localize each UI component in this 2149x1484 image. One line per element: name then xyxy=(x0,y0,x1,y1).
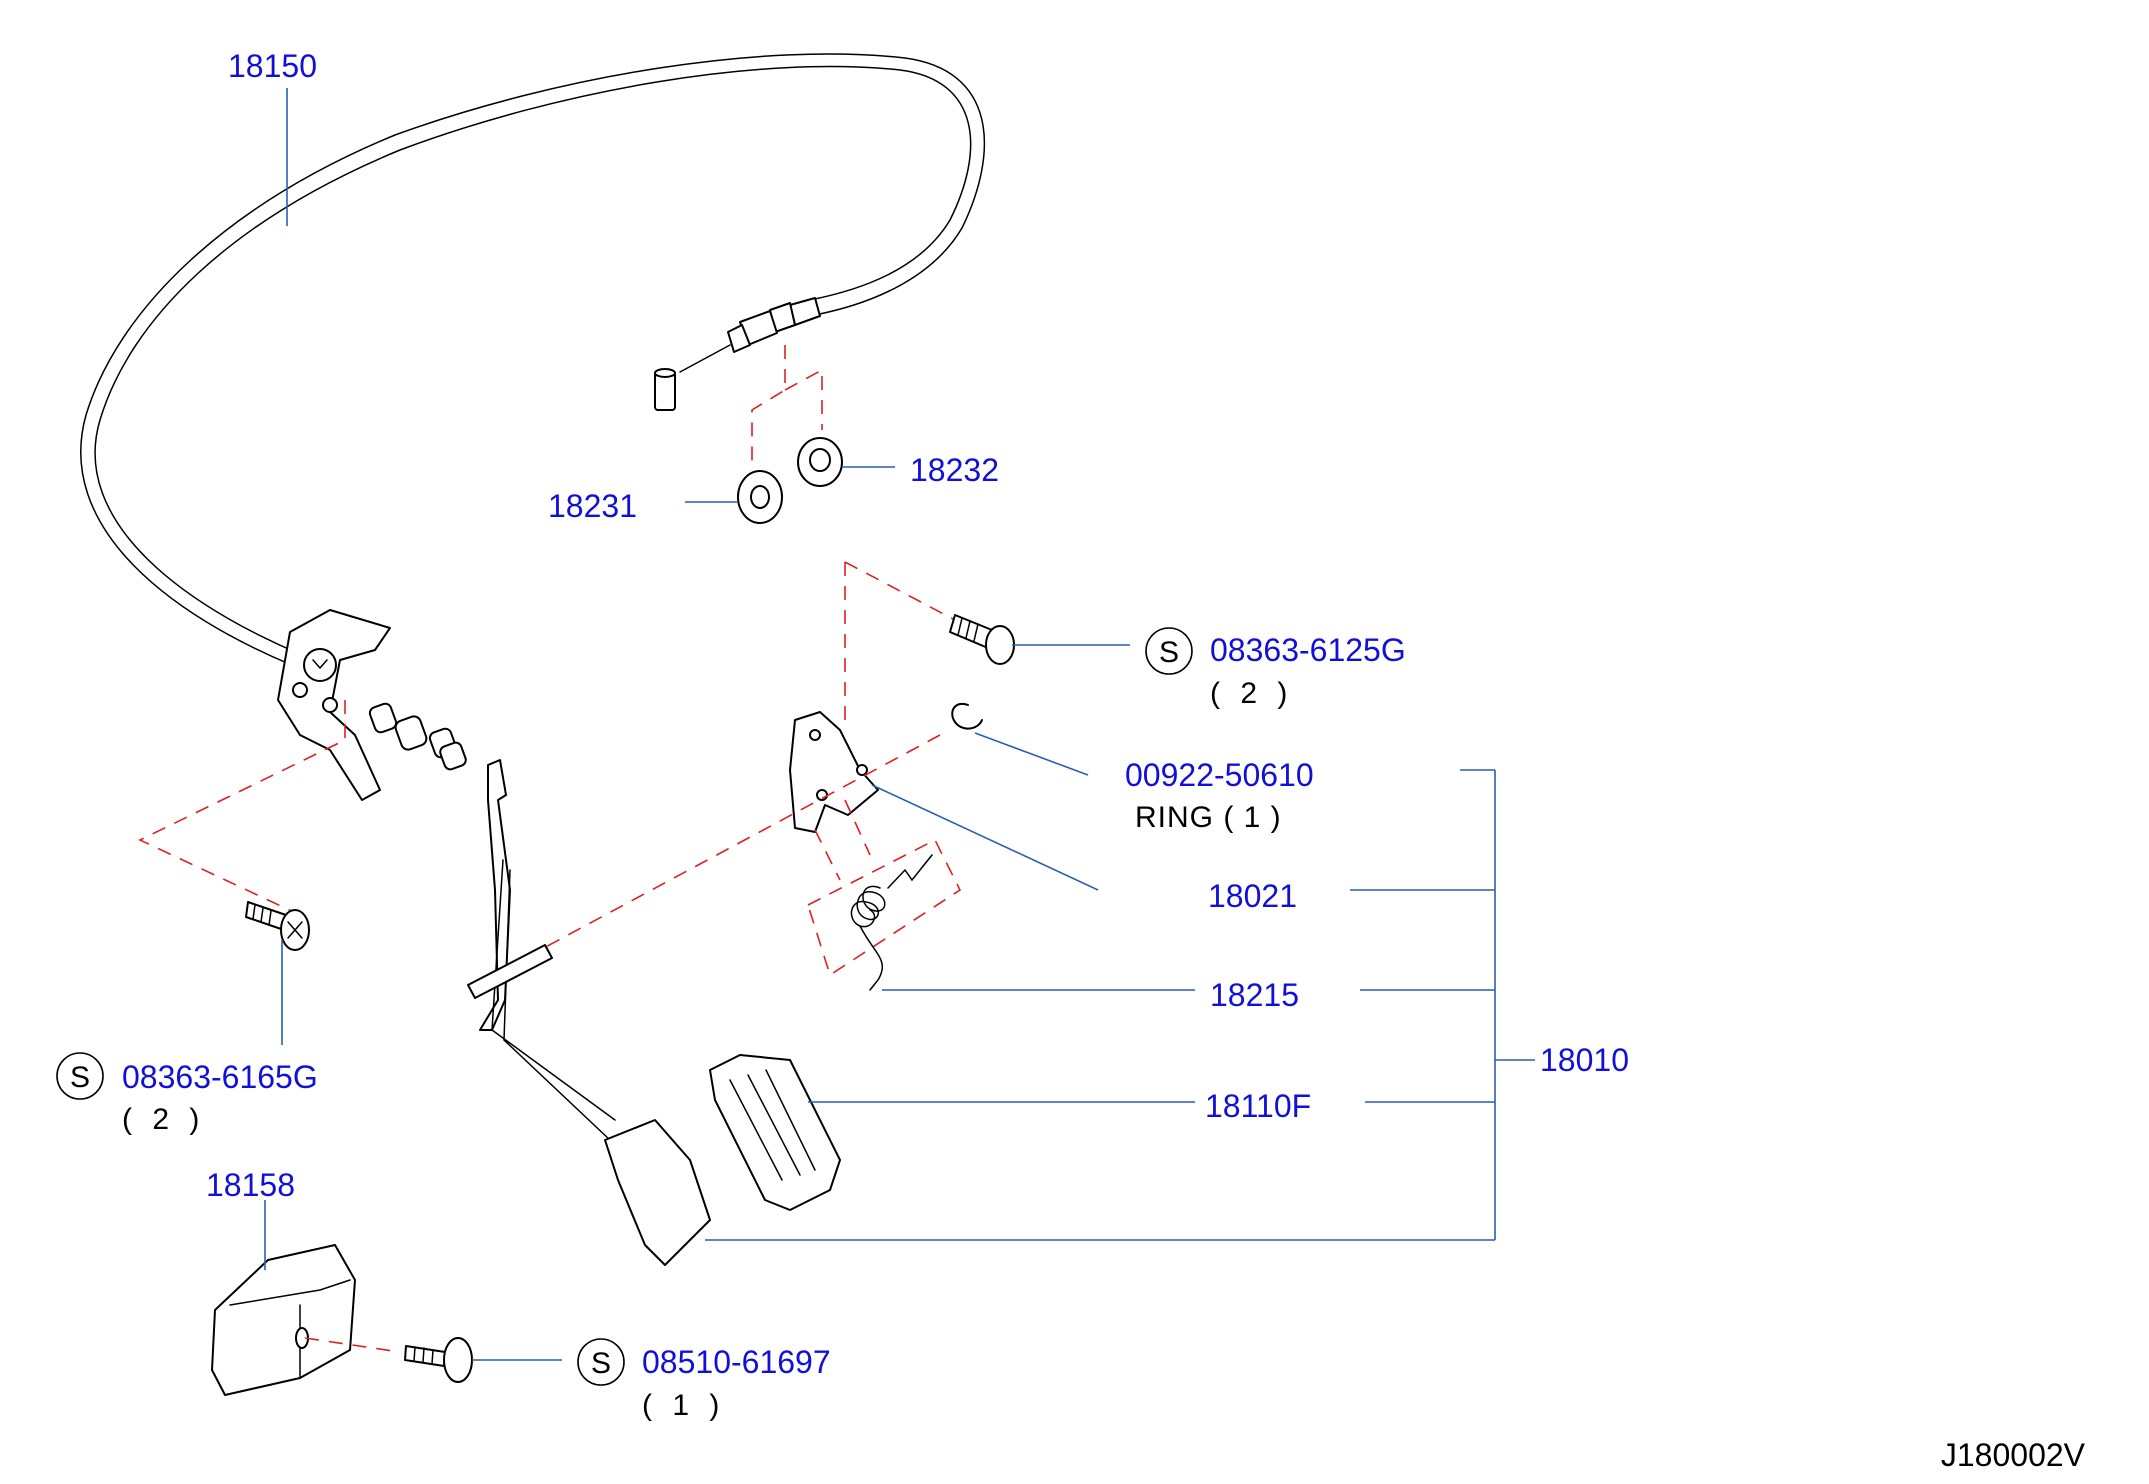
label-00922-50610[interactable]: 00922-50610 xyxy=(1125,757,1314,793)
cable-clips-drawing xyxy=(737,345,843,524)
label-18215[interactable]: 18215 xyxy=(1210,977,1299,1013)
cable-bracket-drawing xyxy=(138,609,467,916)
label-18010[interactable]: 18010 xyxy=(1540,1042,1629,1078)
leader-lines xyxy=(264,88,1535,1361)
label-08510-61697[interactable]: 08510-61697 xyxy=(642,1344,831,1380)
stopper-drawing xyxy=(211,1244,401,1396)
label-18110F[interactable]: 18110F xyxy=(1205,1088,1311,1124)
diagram-code: J180002V xyxy=(1941,1437,2086,1473)
svg-text:S: S xyxy=(1159,636,1179,669)
qty-08363-6165G: ( 2 ) xyxy=(122,1103,205,1136)
spring-drawing xyxy=(807,838,962,991)
pedal-arm-drawing xyxy=(467,759,711,1266)
qty-08510-61697: ( 1 ) xyxy=(642,1389,725,1422)
s-marker-6165G: S xyxy=(56,1052,104,1100)
label-08363-6125G[interactable]: 08363-6125G xyxy=(1210,632,1406,668)
s-marker-6125G: S xyxy=(1145,627,1193,675)
bolt-6165G-drawing xyxy=(245,901,310,951)
label-08363-6165G[interactable]: 08363-6165G xyxy=(122,1059,318,1095)
label-18021[interactable]: 18021 xyxy=(1208,878,1297,914)
label-18150[interactable]: 18150 xyxy=(228,48,317,84)
ring-name-qty: RING ( 1 ) xyxy=(1135,801,1282,834)
label-18231[interactable]: 18231 xyxy=(548,488,637,524)
ring-drawing xyxy=(951,702,983,730)
accelerator-cable-drawing xyxy=(80,53,986,681)
label-18232[interactable]: 18232 xyxy=(910,452,999,488)
svg-text:S: S xyxy=(70,1061,90,1094)
pedal-bracket-drawing xyxy=(539,711,941,951)
bolt-6125G-drawing xyxy=(844,561,1015,730)
svg-text:S: S xyxy=(591,1347,611,1380)
screw-61697-drawing xyxy=(404,1337,473,1383)
s-marker-61697: S xyxy=(577,1338,625,1386)
label-18158[interactable]: 18158 xyxy=(206,1167,295,1203)
pedal-pad-drawing xyxy=(709,1054,841,1211)
qty-08363-6125G: ( 2 ) xyxy=(1210,677,1293,710)
